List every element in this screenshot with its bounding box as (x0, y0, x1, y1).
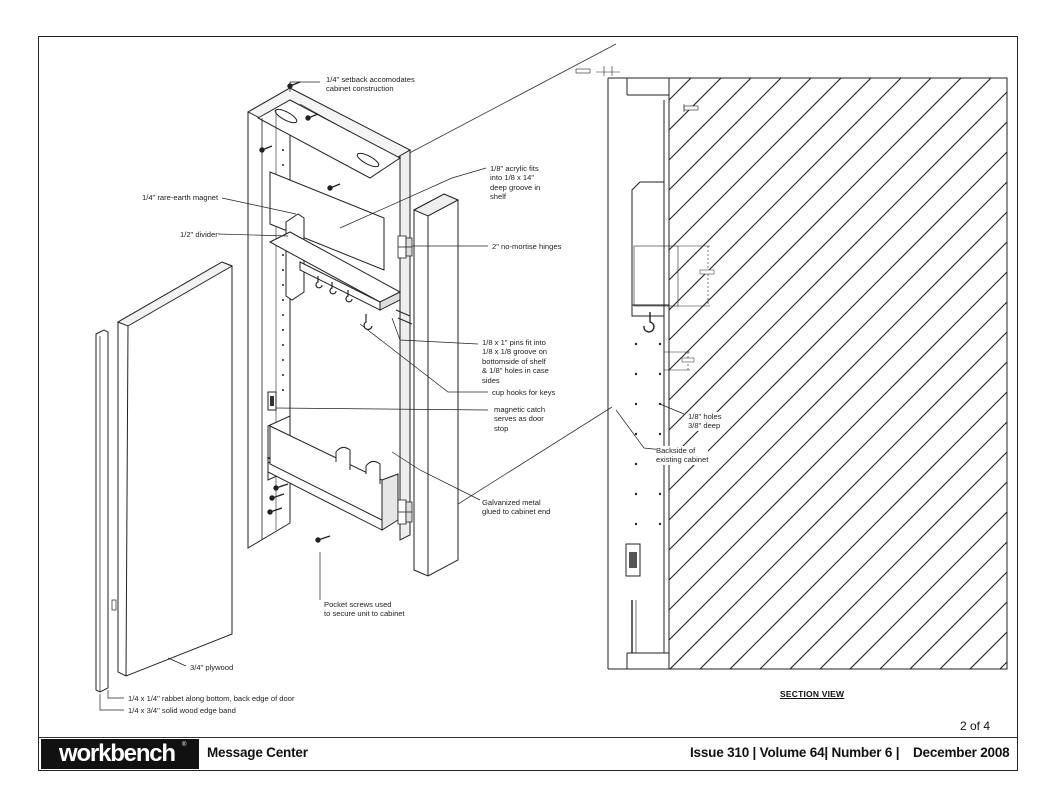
logo-text: workbench (59, 740, 176, 767)
callout-acrylic: 1/8" acrylic fits into 1/8 x 14" deep gr… (490, 164, 541, 202)
callout-hinges: 2" no-mortise hinges (492, 242, 562, 251)
leader-lines (99, 81, 489, 711)
section-view (575, 66, 1008, 670)
hinge-icon-top (397, 235, 413, 259)
callout-rabbet: 1/4 x 1/4" rabbet along bottom, back edg… (128, 694, 295, 703)
section-shelf (633, 245, 679, 307)
section-leader-lines (615, 403, 685, 453)
page-number: 2 of 4 (960, 719, 991, 733)
callout-setback: 1/4" setback accomodates cabinet constru… (326, 75, 415, 94)
section-view-title: SECTION VIEW (780, 689, 845, 699)
shelf-pins-icon (395, 309, 413, 325)
door-edge-band (95, 329, 109, 693)
case-right-side (399, 149, 411, 541)
registered-mark: ® (182, 742, 187, 748)
page-frame (38, 36, 1018, 771)
callout-pocket-screws: Pocket screws used to secure unit to cab… (324, 600, 405, 619)
door-plywood-panel (117, 261, 233, 677)
footer-rule (38, 737, 1018, 738)
workbench-logo: workbench ® (41, 739, 199, 769)
section-unit-top (631, 181, 664, 317)
top-cutout-left (274, 108, 298, 124)
footer-date: December 2008 (913, 745, 1010, 760)
callout-magnet: 1/4" rare-earth magnet (142, 193, 219, 202)
acrylic-panel (269, 171, 385, 271)
callout-galvanized: Galvanized metal glued to cabinet end (482, 498, 551, 517)
footer-title: Message Center (207, 745, 308, 760)
tray-divider-left (335, 446, 351, 470)
section-hatching (669, 78, 1007, 669)
callout-pins: 1/8 x 1" pins fit into 1/8 x 1/8 groove … (482, 338, 549, 385)
top-cutout-right (356, 152, 380, 168)
exploded-view (95, 43, 617, 711)
callout-cup-hooks: cup hooks for keys (492, 388, 556, 397)
footer-issue: Issue 310 | Volume 64| Number 6 | (690, 745, 900, 760)
section-pin-holes (634, 342, 662, 526)
callout-edge-band: 1/4 x 3/4" solid wood edge band (128, 706, 236, 715)
callout-plywood: 3/4" plywood (190, 663, 234, 672)
section-cabinet-outline (608, 77, 1008, 670)
tray-divider-right (365, 460, 381, 484)
callout-backside: Backside of existing cabinet (656, 446, 709, 465)
callout-catch: magnetic catch serves as door stop (494, 405, 546, 433)
callout-holes: 1/8" holes 3/8" deep (688, 412, 722, 431)
section-cup-hook-icon (643, 312, 655, 333)
callout-divider: 1/2" divider (180, 230, 218, 239)
cabinet-end-panel (413, 193, 459, 577)
hinge-icon-bottom (397, 499, 413, 525)
perspective-guide-lines (399, 43, 617, 519)
dimension-marks (575, 66, 699, 112)
